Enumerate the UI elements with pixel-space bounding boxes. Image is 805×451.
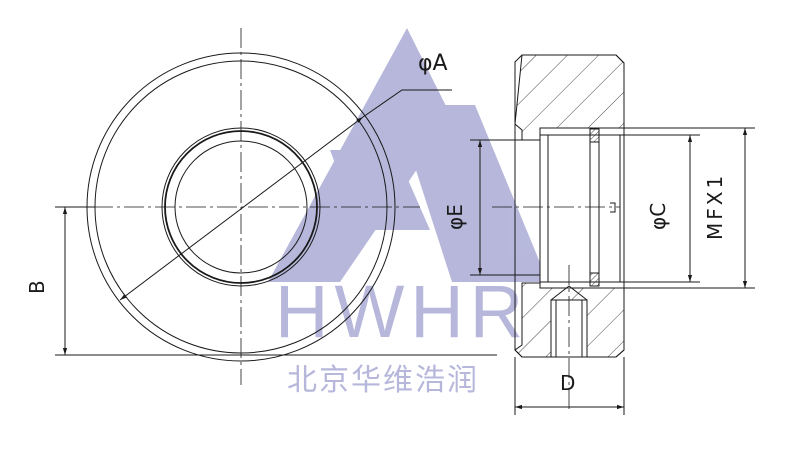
inner-sleeve [539, 127, 625, 289]
label-phi-c: φC [646, 203, 670, 230]
section-view [470, 54, 755, 415]
front-view [55, 28, 497, 385]
label-phi-a: φA [418, 51, 448, 76]
watermark-company: 北京华维浩润 [287, 363, 479, 398]
diameter-a-line [119, 116, 364, 301]
watermark-brand: HWHR [275, 270, 529, 353]
label-phi-e: φE [443, 204, 467, 230]
diameter-a-leader [362, 89, 452, 118]
lube-hole-tip [550, 285, 588, 301]
section-body-hatched [514, 54, 625, 141]
label-b: B [25, 280, 49, 294]
seal-ring-bottom [589, 272, 600, 287]
section-outline [514, 54, 625, 358]
center-notch [610, 202, 616, 213]
watermark: HWHR 北京华维浩润 [268, 28, 548, 398]
label-mfx1: MFX1 [703, 173, 727, 240]
label-d: D [560, 371, 575, 395]
seal-ring-top [589, 128, 600, 143]
watermark-logo-right-triangle [395, 105, 548, 282]
